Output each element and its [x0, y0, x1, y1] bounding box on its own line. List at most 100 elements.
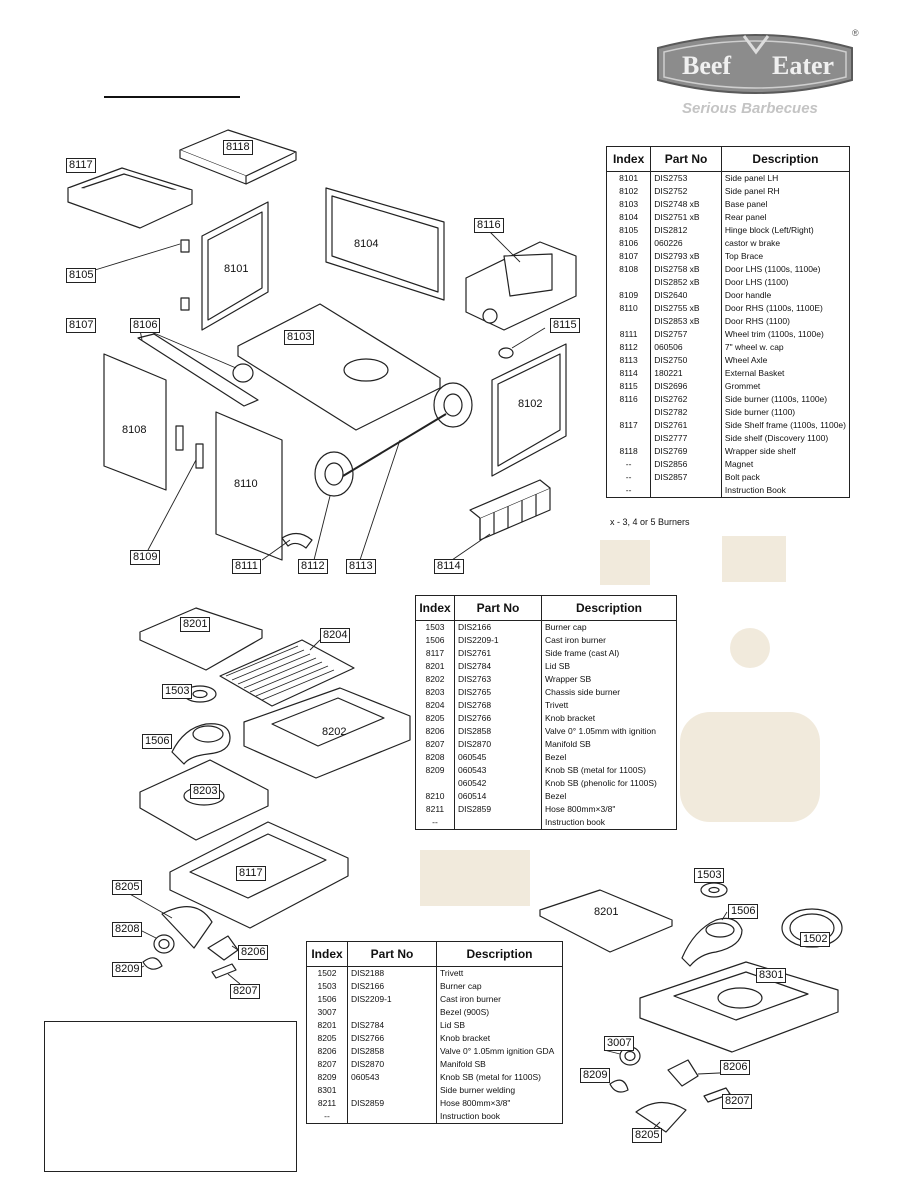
- cell-part-no: DIS2858: [347, 1045, 437, 1058]
- title-underline: [104, 96, 240, 98]
- cell-description: castor w brake: [720, 237, 851, 250]
- label-8104: 8104: [354, 238, 379, 250]
- cell-description: Wheel trim (1100s, 1100e): [720, 328, 851, 341]
- cell-index: 8207: [415, 738, 455, 751]
- label-1503b: 1503: [694, 868, 725, 883]
- cell-part-no: DIS2858: [454, 725, 542, 738]
- part-8207-manifold: [211, 963, 237, 979]
- part-8209-knob: [142, 957, 163, 970]
- cell-index: 8114: [605, 367, 652, 380]
- cell-part-no: DIS2859: [454, 803, 542, 816]
- cell-index: --: [605, 484, 652, 498]
- cell-index: 8104: [605, 211, 652, 224]
- cell-description: Wrapper SB: [541, 673, 677, 686]
- cell-part-no: 060543: [347, 1071, 437, 1084]
- cell-part-no: DIS2761: [650, 419, 722, 432]
- table-row: --Instruction book: [306, 1110, 563, 1124]
- label-8208: 8208: [112, 922, 143, 937]
- cell-description: Wrapper side shelf: [720, 445, 851, 458]
- label-8206: 8206: [238, 945, 269, 960]
- cell-description: Base panel: [720, 198, 851, 211]
- cell-part-no: DIS2188: [347, 966, 437, 980]
- part-8113-axle: [342, 413, 447, 477]
- part-8209-knob-b: [609, 1079, 629, 1093]
- cell-part-no: DIS2640: [650, 289, 722, 302]
- cell-part-no: DIS2696: [650, 380, 722, 393]
- label-8106: 8106: [130, 318, 161, 333]
- label-8105: 8105: [66, 268, 97, 283]
- watermark-fragment: [730, 628, 770, 668]
- cell-description: Bezel (900S): [436, 1006, 563, 1019]
- cell-description: Instruction book: [541, 816, 677, 830]
- part-8204-trivet: [219, 639, 355, 707]
- tagline: Serious Barbecues: [682, 100, 818, 117]
- cell-description: Valve 0° 1.05mm with ignition: [541, 725, 677, 738]
- beefeater-logo: Beef Eater ®: [657, 28, 859, 94]
- svg-text:®: ®: [852, 28, 859, 38]
- cell-index: --: [306, 1110, 348, 1124]
- label-8117b: 8117: [236, 866, 266, 881]
- cell-part-no: DIS2763: [454, 673, 542, 686]
- part-8205-knob-bracket-b: [635, 1101, 687, 1133]
- label-1503: 1503: [162, 684, 193, 699]
- cell-index: [605, 315, 652, 328]
- cell-index: 8207: [306, 1058, 348, 1071]
- part-8110-door-rhs: [215, 411, 283, 561]
- cell-part-no: 060542: [454, 777, 542, 790]
- cell-description: Manifold SB: [436, 1058, 563, 1071]
- cell-description: Door handle: [720, 289, 851, 302]
- label-8111: 8111: [232, 559, 261, 574]
- column-header-description: Description: [720, 146, 851, 172]
- label-8205b: 8205: [632, 1128, 663, 1143]
- cell-index: 8111: [605, 328, 652, 341]
- cell-index: 8101: [605, 171, 652, 185]
- cell-part-no: DIS2748 xB: [650, 198, 722, 211]
- cell-description: Door RHS (1100s, 1100E): [720, 302, 851, 315]
- cell-index: 8204: [415, 699, 455, 712]
- cell-index: 8109: [605, 289, 652, 302]
- cell-part-no: DIS2758 xB: [650, 263, 722, 276]
- cell-description: Wheel Axle: [720, 354, 851, 367]
- cell-index: 8118: [605, 445, 652, 458]
- cell-part-no: [347, 1110, 437, 1124]
- cell-part-no: DIS2853 xB: [650, 315, 722, 328]
- label-8102: 8102: [518, 398, 543, 410]
- cell-index: --: [415, 816, 455, 830]
- column-header-part-no: Part No: [347, 941, 437, 967]
- cell-description: Burner cap: [541, 620, 677, 634]
- label-8103: 8103: [284, 330, 315, 345]
- cell-part-no: DIS2753: [650, 171, 722, 185]
- cell-index: 1502: [306, 966, 348, 980]
- cell-index: 1506: [415, 634, 455, 647]
- label-8301: 8301: [756, 968, 787, 983]
- cell-description: Lid SB: [541, 660, 677, 673]
- part-8109-handle: [195, 443, 204, 469]
- part-8106-castor: [232, 363, 254, 383]
- cell-description: Lid SB: [436, 1019, 563, 1032]
- cell-description: Door LHS (1100s, 1100e): [720, 263, 851, 276]
- cell-index: 1503: [306, 980, 348, 993]
- cell-part-no: DIS2769: [650, 445, 722, 458]
- label-8207b: 8207: [722, 1094, 753, 1109]
- label-8109: 8109: [130, 550, 161, 565]
- part-8206-valve-b: [667, 1059, 699, 1087]
- cell-part-no: 060543: [454, 764, 542, 777]
- cell-part-no: DIS2752: [650, 185, 722, 198]
